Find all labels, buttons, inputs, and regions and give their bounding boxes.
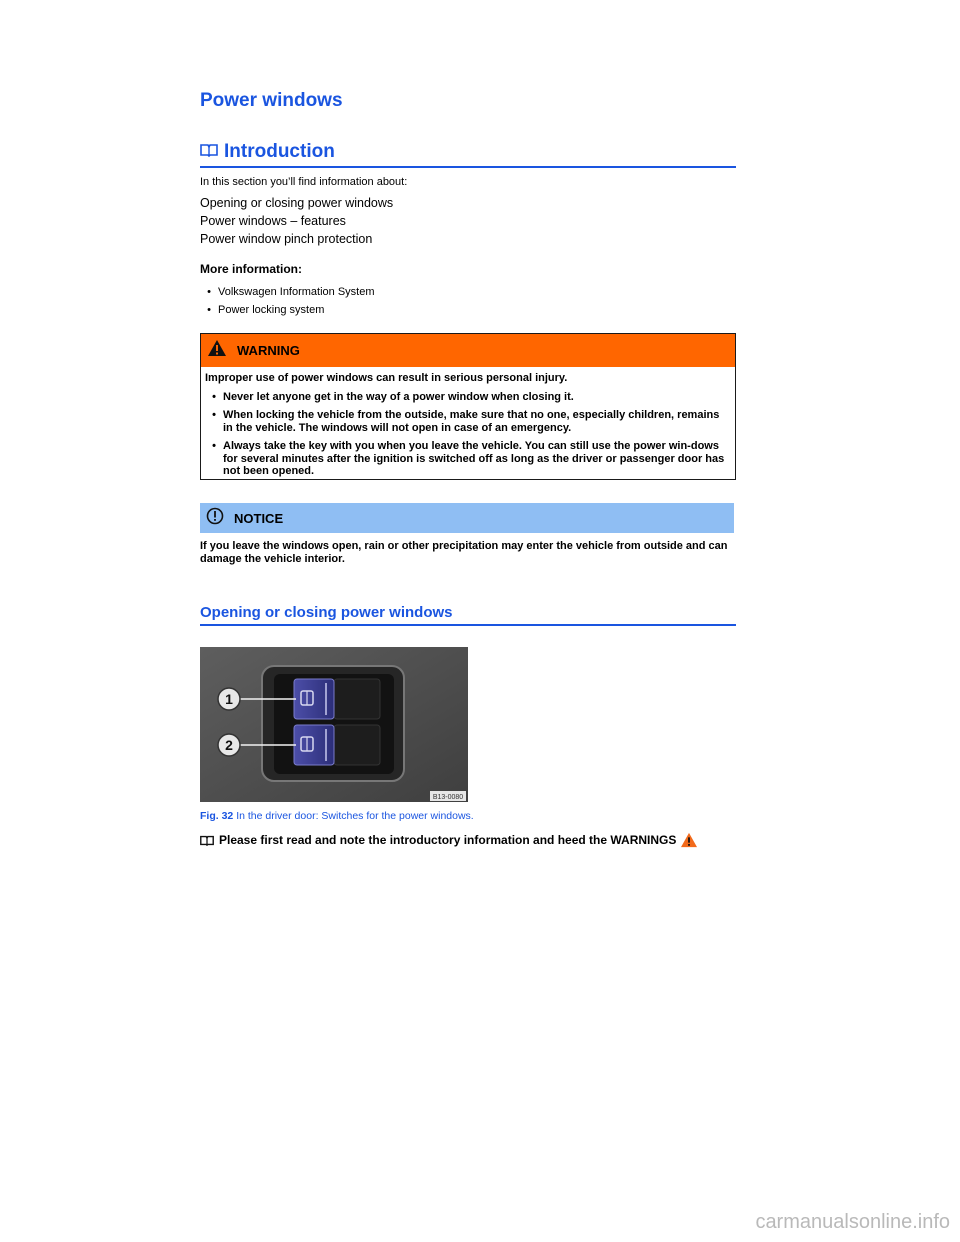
more-info-list: • Volkswagen Information System • Power … — [200, 283, 375, 319]
bullet-icon: • — [212, 440, 216, 452]
list-item: • Power locking system — [200, 301, 375, 319]
link-text[interactable]: Power locking system — [218, 304, 325, 316]
book-icon — [200, 141, 218, 163]
read-note-text: Please first read and note the introduct… — [219, 833, 677, 847]
figure-caption-text: In the driver door: Switches for the pow… — [236, 810, 474, 822]
watermark: carmanualsonline.info — [755, 1211, 950, 1233]
notice-text: If you leave the windows open, rain or o… — [200, 540, 728, 565]
page-title: Power windows — [200, 90, 343, 111]
warning-item: • Never let anyone get in the way of a p… — [205, 391, 731, 404]
warning-label: WARNING — [237, 343, 300, 358]
toc-item[interactable]: Power windows – features — [200, 214, 346, 228]
callout-1: 1 — [225, 691, 233, 707]
warning-item: • When locking the vehicle from the outs… — [205, 409, 731, 434]
bullet-icon: • — [212, 390, 216, 403]
toc-item[interactable]: Power window pinch protection — [200, 232, 373, 246]
warning-body: Improper use of power windows can result… — [201, 367, 735, 478]
more-info-heading: More information: — [200, 262, 302, 276]
notice-header: NOTICE — [200, 503, 734, 533]
warning-triangle-icon — [207, 339, 227, 362]
bullet-icon: • — [207, 304, 211, 316]
figure-image: 1 2 B13-0080 — [200, 647, 468, 802]
exclamation-circle-icon — [206, 507, 224, 530]
figure-caption: Fig. 32 In the driver door: Switches for… — [200, 810, 474, 822]
section-heading: Opening or closing power windows — [200, 604, 736, 626]
warning-item: • Always take the key with you when you … — [205, 440, 731, 478]
toc-item[interactable]: Opening or closing power windows — [200, 196, 394, 210]
book-icon[interactable] — [200, 835, 214, 846]
warning-item-text: Never let anyone get in the way of a pow… — [223, 390, 574, 403]
read-note: Please first read and note the introduct… — [200, 832, 698, 848]
figure-code: B13-0080 — [433, 794, 463, 801]
toc-list: Opening or closing power windows Power w… — [200, 194, 393, 248]
warning-box: WARNING Improper use of power windows ca… — [200, 333, 736, 480]
notice-label: NOTICE — [234, 510, 284, 526]
switch-panel-illustration: 1 2 B13-0080 — [200, 647, 468, 802]
callout-2: 2 — [225, 737, 233, 753]
bullet-icon: • — [207, 286, 211, 298]
warning-header: WARNING — [201, 334, 735, 367]
bullet-icon: • — [212, 409, 216, 421]
list-item: • Volkswagen Information System — [200, 283, 375, 301]
warning-triangle-icon[interactable] — [680, 832, 698, 848]
warning-text: Improper use of power windows can result… — [205, 372, 568, 384]
warning-item-text: Always take the key with you when you le… — [223, 440, 725, 477]
intro-lead: In this section you’ll find information … — [200, 176, 408, 188]
intro-heading-text: Introduction — [224, 141, 335, 162]
warning-item-text: When locking the vehicle from the outsid… — [223, 409, 720, 434]
intro-heading: Introduction — [200, 141, 736, 168]
figure-number: Fig. 32 — [200, 810, 234, 822]
link-text[interactable]: Volkswagen Information System — [218, 286, 375, 298]
